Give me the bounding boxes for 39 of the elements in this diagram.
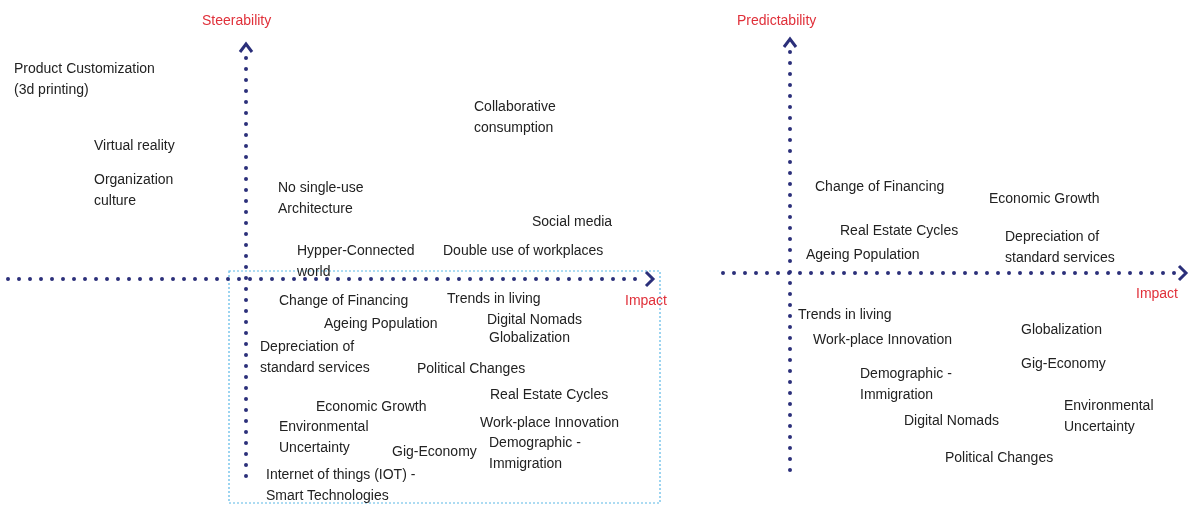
factor-label: Gig-Economy — [1021, 354, 1106, 373]
factor-label: Depreciation of standard services — [1005, 227, 1116, 267]
factor-label: Globalization — [1021, 320, 1102, 339]
factor-label: Real Estate Cycles — [490, 385, 609, 404]
factor-label: Digital Nomads — [487, 310, 582, 329]
factor-label: Social media — [532, 212, 613, 231]
factor-label: Work-place Innovation — [480, 413, 620, 432]
axis-title: Impact — [1136, 284, 1178, 303]
factor-label: Political Changes — [945, 448, 1054, 467]
factor-label: Internet of things (IOT) - Smart Technologies — [266, 465, 417, 505]
factor-label: Trends in living — [447, 289, 541, 308]
factor-label: Environmental Uncertainty — [1064, 396, 1155, 436]
factor-label: Gig-Economy — [392, 442, 477, 461]
factor-label: Demographic - Immigration — [860, 364, 953, 404]
factor-label: Digital Nomads — [904, 411, 999, 430]
factor-label: Trends in living — [798, 305, 892, 324]
factor-label: Depreciation of standard services — [260, 337, 371, 377]
factor-label: No single-use Architecture — [278, 178, 365, 218]
factor-label: Virtual reality — [94, 136, 175, 155]
axis-title: Predictability — [737, 11, 817, 30]
factor-label: Change of Financing — [815, 177, 945, 196]
axis-title: Steerability — [202, 11, 272, 30]
factor-label: Double use of workplaces — [443, 241, 604, 260]
factor-label: Collaborative consumption — [474, 97, 557, 137]
factor-label: Globalization — [489, 328, 570, 347]
factor-label: Ageing Population — [324, 314, 438, 333]
factor-label: Economic Growth — [316, 397, 427, 416]
factor-label: Product Customization (3d printing) — [14, 59, 156, 99]
factor-label: Environmental Uncertainty — [279, 417, 370, 457]
factor-label: Organization culture — [94, 170, 175, 210]
factor-label: Economic Growth — [989, 189, 1100, 208]
axis-title: Impact — [625, 291, 667, 310]
factor-label: Work-place Innovation — [813, 330, 953, 349]
factor-label: Real Estate Cycles — [840, 221, 959, 240]
factor-label: Demographic - Immigration — [489, 433, 582, 473]
factor-label: Change of Financing — [279, 291, 409, 310]
factor-label: Ageing Population — [806, 245, 920, 264]
factor-label: Hypper-Connected world — [297, 241, 416, 281]
factor-label: Political Changes — [417, 359, 526, 378]
